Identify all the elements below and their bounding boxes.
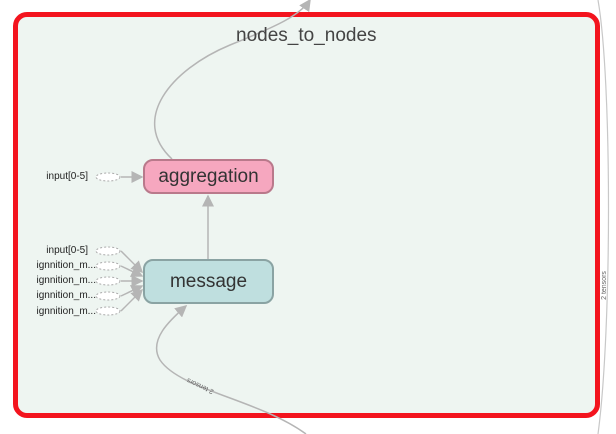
edge-label-right: 2 tensors [600, 271, 608, 300]
input-label-aggregation-0[interactable]: input[0-5] [46, 171, 88, 182]
input-label-message-0[interactable]: input[0-5] [46, 245, 88, 256]
input-label-message-3[interactable]: ignnition_m... [36, 290, 96, 301]
node-message[interactable]: message [143, 259, 274, 304]
node-aggregation-label: aggregation [158, 165, 259, 187]
group-nodes-to-nodes[interactable] [13, 12, 600, 418]
node-aggregation[interactable]: aggregation [143, 159, 274, 194]
input-label-message-2[interactable]: ignnition_m... [36, 275, 96, 286]
input-label-message-1[interactable]: ignnition_m... [36, 260, 96, 271]
node-message-label: message [169, 270, 248, 292]
group-title: nodes_to_nodes [236, 25, 377, 46]
input-label-message-4[interactable]: ignnition_m... [36, 306, 96, 317]
